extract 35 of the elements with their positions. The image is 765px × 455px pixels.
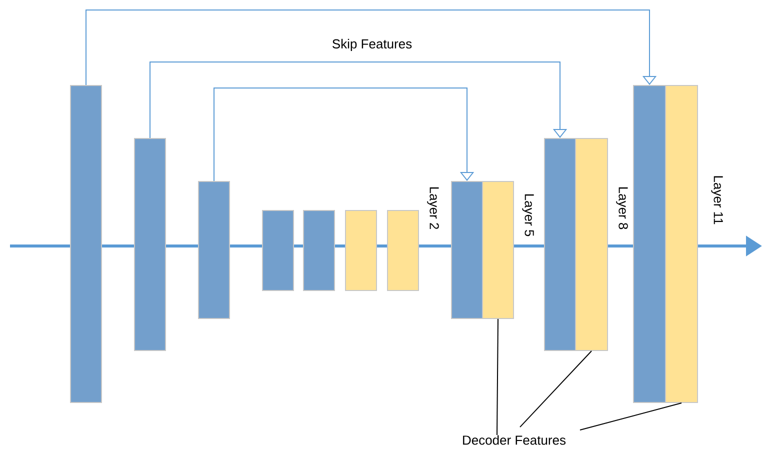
- feature-bar: [198, 181, 230, 319]
- main-line: [166, 244, 198, 248]
- caption-text: Decoder Features: [463, 435, 566, 445]
- feature-bar: [303, 210, 335, 291]
- feature-bar: [451, 181, 483, 319]
- feature-bar: [345, 210, 377, 291]
- skip-arrow: [214, 88, 474, 182]
- skip-arrow: [86, 10, 657, 86]
- main-line: [10, 244, 70, 248]
- layer-label: Layer 8: [616, 187, 628, 230]
- leader-line: [520, 350, 592, 428]
- feature-bar: [544, 138, 576, 351]
- leader-line: [580, 402, 682, 431]
- feature-bar: [70, 85, 102, 403]
- main-line: [102, 244, 134, 248]
- main-line: [335, 244, 345, 248]
- skip-arrow: [150, 62, 568, 138]
- main-line: [377, 244, 387, 248]
- feature-bar: [262, 210, 294, 291]
- layer-label: Layer 2: [427, 187, 439, 229]
- feature-bar: [575, 138, 608, 351]
- main-line: [514, 244, 544, 248]
- skip-label: Skip Features: [332, 38, 412, 52]
- feature-bar: [665, 85, 698, 403]
- main-line: [419, 244, 451, 248]
- main-line: [608, 244, 633, 248]
- feature-bar: [387, 210, 419, 291]
- feature-bar: [134, 138, 166, 351]
- layer-label: Layer 11: [711, 176, 723, 224]
- main-line: [294, 244, 303, 248]
- main-line: [230, 244, 262, 248]
- leader-line: [496, 318, 498, 436]
- layer-label: Layer 5: [522, 194, 534, 236]
- feature-bar: [633, 85, 666, 403]
- feature-bar: [482, 181, 514, 319]
